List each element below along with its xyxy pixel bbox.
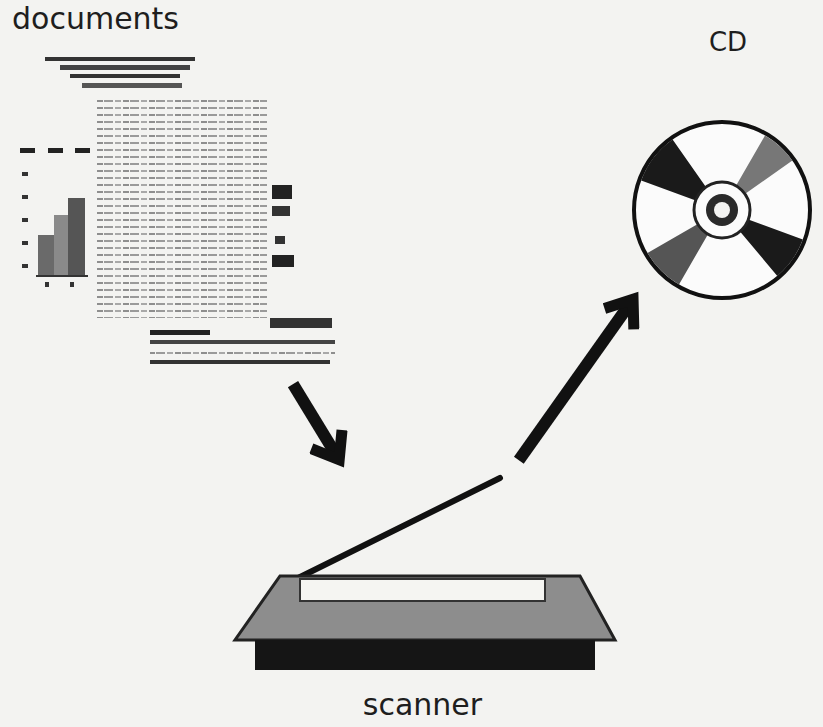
heading-bar [82,83,182,88]
flow-arrow [519,299,633,460]
documents-picture [20,57,335,364]
disc-shine [740,220,803,276]
text-mark [272,185,292,199]
text-mark [150,340,335,344]
chart-bar [68,198,85,275]
heading-bar [45,57,195,61]
chart-mark [75,148,90,153]
document-group: documents [8,2,338,374]
scanner-base [255,640,595,670]
disc-shine [641,140,706,201]
disc-outline [634,122,810,298]
text-block [97,100,267,318]
text-mark [150,330,210,335]
heading-bar [60,65,190,70]
chart-axis [36,275,88,277]
heading-bar [70,74,180,78]
flow-arrow [293,384,339,460]
text-mark [275,236,285,244]
text-mark [272,255,294,267]
text-block [150,349,335,356]
disc-hub [706,194,738,226]
axis-tick [22,241,28,245]
axis-tick [70,282,74,287]
axis-tick [22,195,28,199]
chart-mark [48,148,63,153]
text-mark [270,318,332,328]
node-label: scanner [359,688,486,723]
cd-picture [634,122,810,298]
disc-ring [694,182,750,238]
scanner-body [235,576,615,640]
axis-tick [22,172,28,176]
axis-tick [45,282,49,287]
scanner-lid [290,478,500,582]
axis-tick [22,218,28,222]
disc-hole [714,202,730,218]
scanner-glass [300,579,545,601]
text-mark [150,360,330,364]
chart-mark [20,148,35,153]
node-label: documents [8,2,183,37]
text-mark [272,206,290,216]
cd-group: CD [640,28,816,303]
disc-shine [648,224,709,285]
scanner-picture [235,478,615,670]
axis-tick [22,264,28,268]
node-label: CD [705,28,751,58]
disc-shine [736,136,792,194]
scanner-group: scanner [225,470,620,722]
